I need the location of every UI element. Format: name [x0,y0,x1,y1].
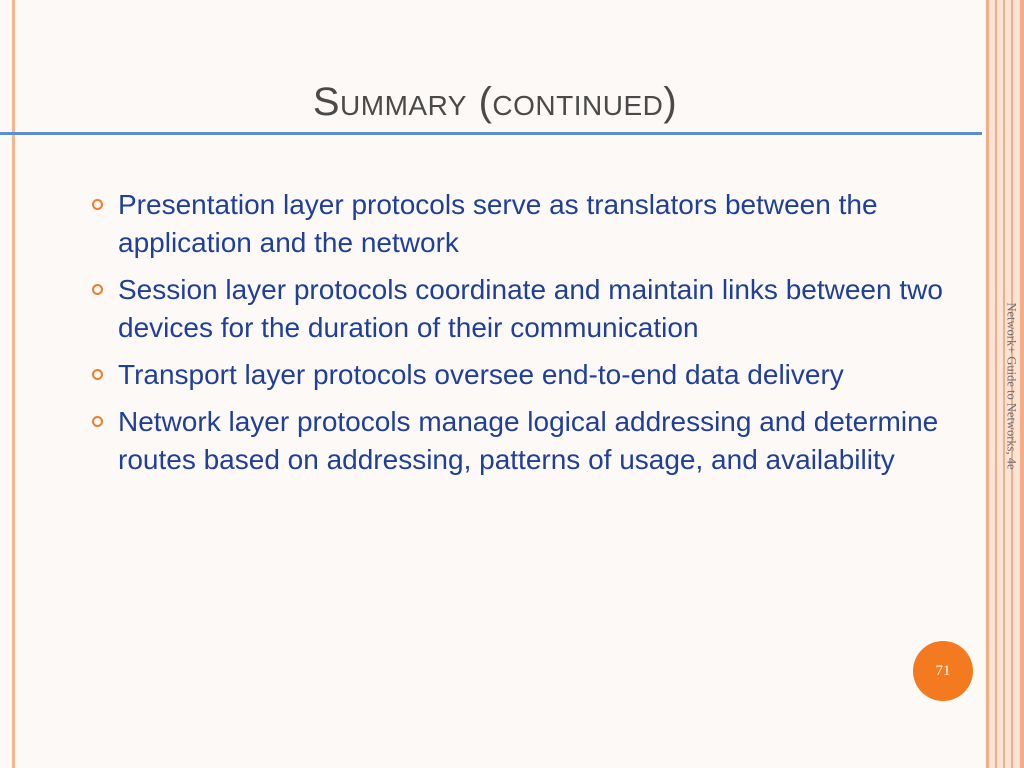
page-number-badge: 71 [913,641,973,701]
right-stripe [1020,0,1024,768]
bullet-item: Presentation layer protocols serve as tr… [92,186,972,262]
right-stripe [1011,0,1013,768]
right-stripe [986,0,989,768]
bullet-list: Presentation layer protocols serve as tr… [92,186,972,488]
right-stripe [995,0,997,768]
left-margin-rule [12,0,15,768]
title-underline [0,132,982,135]
bullet-item: Transport layer protocols oversee end-to… [92,356,972,394]
bullet-text: Transport layer protocols oversee end-to… [118,359,844,390]
right-stripe [1003,0,1005,768]
side-caption: Network+ Guide to Networks, 4e [1004,302,1019,470]
bullet-text: Presentation layer protocols serve as tr… [118,189,878,258]
ring-bullet-icon [92,199,103,210]
slide-title: Summary (continued) [312,80,678,124]
bullet-item: Session layer protocols coordinate and m… [92,271,972,347]
bullet-text: Session layer protocols coordinate and m… [118,274,943,343]
ring-bullet-icon [92,284,103,295]
ring-bullet-icon [92,369,103,380]
bullet-item: Network layer protocols manage logical a… [92,403,972,479]
bullet-text: Network layer protocols manage logical a… [118,406,939,475]
right-decorative-panel [986,0,1024,768]
ring-bullet-icon [92,416,103,427]
